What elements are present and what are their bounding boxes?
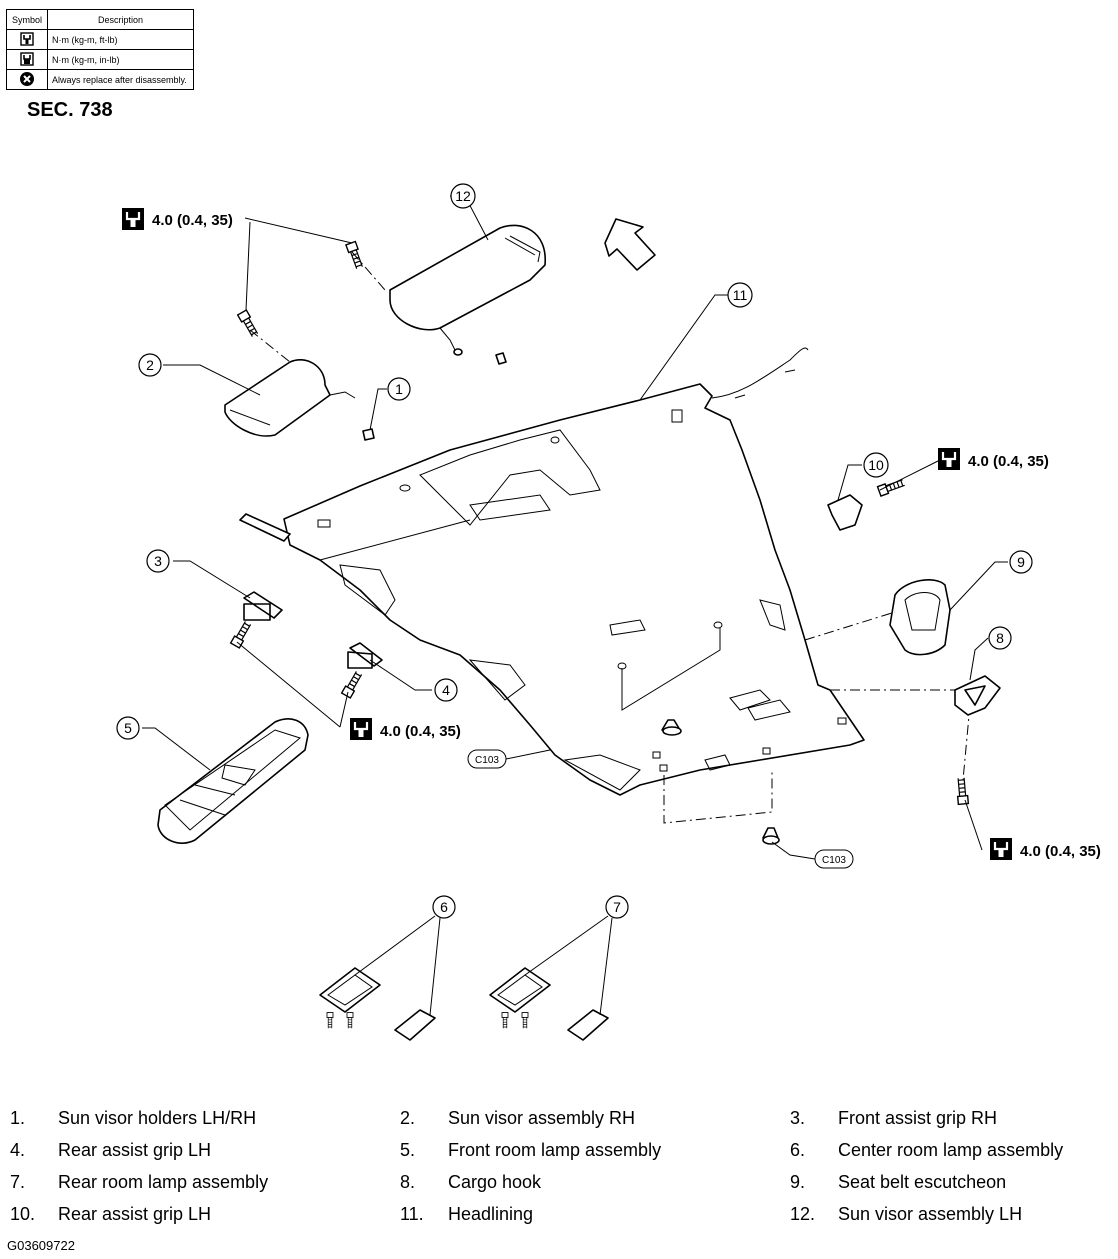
sun-visor-rh (224, 359, 356, 437)
rear-assist-grip-lh (827, 494, 863, 531)
callout-3: 3 (146, 549, 170, 573)
torque-value: 4.0 (0.4, 35) (968, 453, 1049, 470)
sun-visor-lh (389, 224, 546, 356)
part-item-9: 9.Seat belt escutcheon (790, 1172, 1007, 1192)
connector-label: C103 (822, 855, 846, 866)
svg-text:11: 11 (733, 287, 748, 303)
svg-text:10: 10 (868, 457, 884, 473)
bolt (955, 776, 970, 806)
torque-value: 4.0 (0.4, 35) (1020, 843, 1101, 860)
front-direction-arrow (604, 218, 656, 271)
callout-6: 6 (432, 895, 456, 919)
svg-text:12: 12 (455, 188, 471, 204)
figure-id: G03609722 (7, 1238, 75, 1253)
part-item-1: 1.Sun visor holders LH/RH (10, 1108, 257, 1128)
connector-c103: C103 (814, 849, 854, 869)
part-item-7: 7.Rear room lamp assembly (10, 1172, 269, 1192)
svg-text:1: 1 (395, 381, 403, 397)
callout-10: 10 (863, 452, 889, 478)
sun-visor-holder (495, 352, 507, 365)
callout-7: 7 (605, 895, 629, 919)
svg-text:6: 6 (440, 899, 448, 915)
svg-text:7: 7 (613, 899, 621, 915)
callout-5: 5 (116, 716, 140, 740)
part-item-11: 11.Headlining (400, 1204, 534, 1224)
callout-9: 9 (1009, 550, 1033, 574)
front-assist-grip (243, 591, 283, 621)
front-room-lamp (157, 718, 309, 844)
svg-text:9: 9 (1017, 554, 1025, 570)
torque-wrench-icon (6, 29, 48, 50)
rear-room-lamp (489, 967, 609, 1041)
bolt (229, 619, 254, 649)
section-number: SEC. 738 (27, 99, 113, 121)
callout-4: 4 (434, 678, 458, 702)
symbol-legend: Symbol Description N·m (kg-m, ft-lb) N·m… (6, 9, 194, 90)
torque-value: 4.0 (0.4, 35) (380, 723, 461, 740)
callout-1: 1 (387, 377, 411, 401)
callout-11: 11 (727, 282, 753, 308)
cargo-hook (954, 675, 1001, 716)
part-item-5: 5.Front room lamp assembly (400, 1140, 662, 1160)
connector-label: C103 (475, 755, 499, 766)
bolt (236, 309, 261, 339)
torque-spec-cargo-hook: 4.0 (0.4, 35) (988, 836, 1101, 862)
callout-8: 8 (988, 626, 1012, 650)
part-item-3: 3.Front assist grip RH (790, 1108, 998, 1128)
bolt (340, 669, 365, 699)
center-room-lamp (319, 967, 436, 1041)
bolt (876, 477, 907, 497)
svg-text:5: 5 (124, 720, 132, 736)
svg-text:2: 2 (146, 357, 154, 373)
torque-spec-rear-grip: 4.0 (0.4, 35) (936, 446, 1049, 472)
torque-spec-grip: 4.0 (0.4, 35) (348, 716, 461, 742)
part-item-8: 8.Cargo hook (400, 1172, 542, 1192)
always-replace-icon (6, 69, 48, 90)
part-item-4: 4.Rear assist grip LH (10, 1140, 212, 1160)
svg-text:3: 3 (154, 553, 162, 569)
legend-desc-replace: Always replace after disassembly. (47, 69, 194, 90)
part-item-10: 10.Rear assist grip LH (10, 1204, 212, 1224)
seat-belt-escutcheon (889, 579, 951, 656)
headlining (239, 347, 865, 845)
svg-text:4: 4 (442, 682, 450, 698)
torque-spec-visor: 4.0 (0.4, 35) (120, 206, 233, 232)
part-item-2: 2.Sun visor assembly RH (400, 1108, 636, 1128)
sun-visor-holder (362, 428, 375, 441)
part-item-6: 6.Center room lamp assembly (790, 1140, 1064, 1160)
connector-c103: C103 (467, 749, 507, 769)
callout-2: 2 (138, 353, 162, 377)
torque-value: 4.0 (0.4, 35) (152, 212, 233, 229)
part-item-12: 12.Sun visor assembly LH (790, 1204, 1023, 1224)
svg-text:8: 8 (996, 630, 1004, 646)
callout-12: 12 (450, 183, 476, 209)
